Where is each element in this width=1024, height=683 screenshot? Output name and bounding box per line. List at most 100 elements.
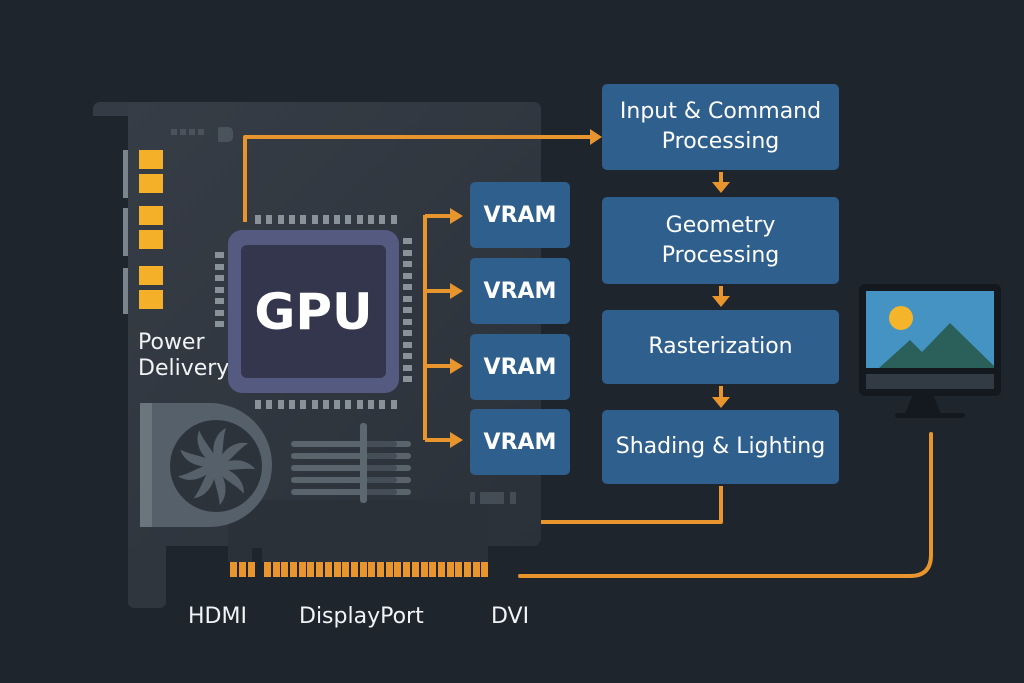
smd-component [510, 492, 516, 504]
stage-label-line1: Geometry [665, 212, 776, 238]
pcie-pin [455, 562, 462, 577]
pcie-pin [325, 562, 332, 577]
pcie-pin [464, 562, 471, 577]
gpu-pin [368, 215, 374, 224]
pcie-pin [273, 562, 280, 577]
heatsink-fin-tail [363, 441, 397, 447]
gpu-chip-die: GPU [241, 245, 386, 378]
gpu-pin [403, 342, 412, 348]
pcie-pin [264, 562, 271, 577]
gpu-pin [215, 275, 224, 281]
gpu-pin [215, 287, 224, 293]
pcie-pin [377, 562, 384, 577]
smd-component [189, 129, 195, 135]
power-delivery-label-line2: Delivery [138, 356, 230, 381]
bracket-slot [123, 150, 128, 198]
monitor-stand-base [895, 413, 965, 418]
port-label-dvi: DVI [491, 604, 530, 629]
gpu-pin [323, 215, 329, 224]
pcie-pin [342, 562, 349, 577]
heatsink-fin [291, 489, 411, 495]
power-capacitor [139, 290, 163, 309]
gpu-pin [266, 400, 272, 409]
heatsink-fin-tail [363, 465, 397, 471]
pcie-pin [403, 562, 410, 577]
pcie-pin [351, 562, 358, 577]
gpu-pin [391, 215, 397, 224]
port-label-displayport: DisplayPort [299, 604, 424, 629]
pcie-pin [316, 562, 323, 577]
gpu-pin [215, 264, 224, 270]
pcie-pin [239, 562, 246, 577]
gpu-pin [266, 215, 272, 224]
gpu-pin [403, 273, 412, 279]
gpu-pin [215, 310, 224, 316]
arrowhead [712, 397, 730, 408]
gpu-pin [215, 321, 224, 327]
gpu-pin [255, 215, 261, 224]
heatsink-heatpipe [360, 423, 367, 503]
gpu-pin [255, 400, 261, 409]
gpu-pin [323, 400, 329, 409]
stage-shading-lighting: Shading & Lighting [602, 410, 839, 484]
pcie-pin [248, 562, 255, 577]
arrowhead [590, 129, 602, 145]
gpu-pin [403, 365, 412, 371]
power-capacitor [139, 150, 163, 169]
arrowhead [712, 182, 730, 193]
bracket-slot [123, 268, 128, 314]
sun-icon [889, 306, 913, 330]
heatsink-fin [291, 441, 411, 447]
smd-component [171, 129, 177, 135]
heatsink-fin-tail [363, 453, 397, 459]
vram-module: VRAM [470, 334, 570, 400]
stage-label: Rasterization [648, 334, 793, 359]
gpu-pin [300, 215, 306, 224]
pcie-pin [421, 562, 428, 577]
gpu-pin [215, 298, 224, 304]
gpu-pin [403, 319, 412, 325]
pcie-pin [412, 562, 419, 577]
stage-label: Shading & Lighting [615, 434, 826, 459]
gpu-pin [345, 400, 351, 409]
pcie-pin [481, 562, 488, 577]
stage-label-line2: Processing [661, 129, 780, 154]
gpu-pin [403, 238, 412, 244]
smd-component [480, 492, 504, 504]
pcie-pin [438, 562, 445, 577]
bracket-slot [123, 208, 128, 256]
vram-module: VRAM [470, 258, 570, 324]
heatsink-fin-tail [363, 477, 397, 483]
smd-component [198, 129, 204, 135]
gpu-pin [289, 215, 295, 224]
pcie-pin [281, 562, 288, 577]
gpu-pin [312, 400, 318, 409]
gpu-pin [403, 376, 412, 382]
gpu-pin [368, 400, 374, 409]
wire-shading-to-board [541, 486, 723, 524]
gpu-pin [403, 330, 412, 336]
smd-component [470, 492, 475, 504]
pcie-key-notch [252, 548, 262, 562]
gpu-pin [391, 400, 397, 409]
mountains [879, 323, 994, 368]
stage-label-line2: Processing [661, 242, 780, 268]
fan-hub [204, 454, 228, 478]
pcie-pin [334, 562, 341, 577]
monitor-chin [866, 374, 994, 389]
pcie-pin [473, 562, 480, 577]
gpu-pin [403, 284, 412, 290]
pcie-pin [230, 562, 237, 577]
pcie-pin [368, 562, 375, 577]
pcie-connector-base [228, 500, 488, 562]
gpu-pin [312, 215, 318, 224]
gpu-pin [345, 215, 351, 224]
pcie-pin [307, 562, 314, 577]
gpu-pin [403, 261, 412, 267]
power-capacitor [139, 174, 163, 193]
heatsink-fin [291, 477, 411, 483]
gpu-pin [300, 400, 306, 409]
heatsink-fin-tail [363, 489, 397, 495]
gpu-pin [334, 215, 340, 224]
pcie-pin [447, 562, 454, 577]
